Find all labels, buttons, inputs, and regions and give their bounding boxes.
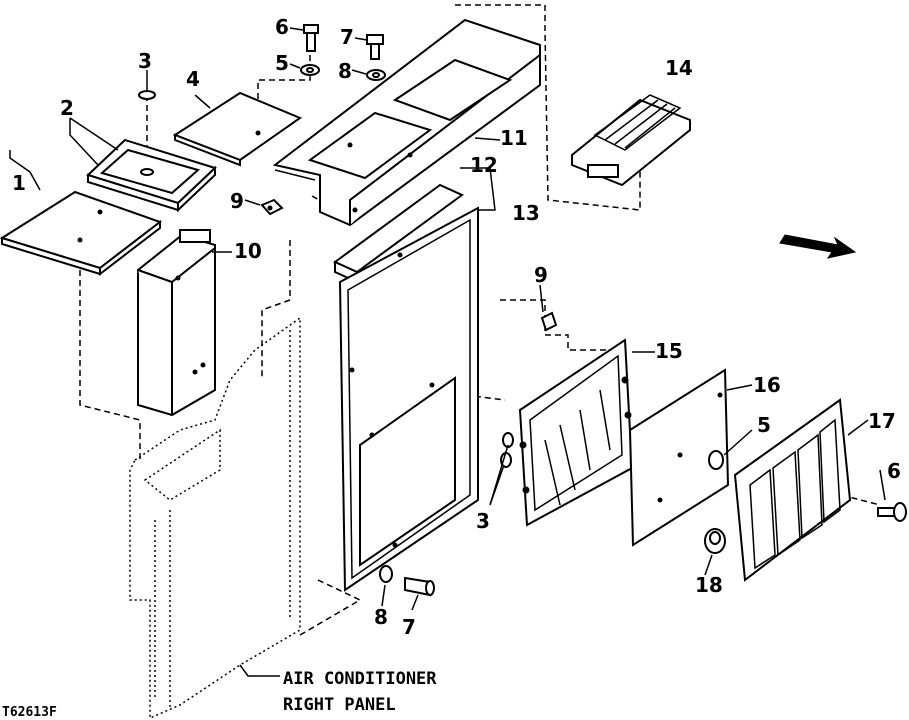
figure-id: T62613F [2, 705, 57, 720]
part-1-cover-plate [0, 190, 163, 277]
part-13-main-panel [338, 206, 479, 592]
part-11-top-frame [272, 18, 541, 227]
callout-17: 17 [868, 409, 896, 433]
caption-line-1: AIR CONDITIONER [283, 669, 437, 689]
caption: AIR CONDITIONER RIGHT PANEL [283, 669, 437, 715]
part-14-louver [571, 94, 691, 187]
callout-15: 15 [655, 339, 683, 363]
top-bolts-and-washers [300, 24, 386, 81]
callout-7-lower: 7 [402, 615, 416, 639]
lower-washers-and-clip [500, 311, 558, 468]
part-4-cover-plate [172, 91, 303, 167]
callout-8-lower: 8 [374, 605, 388, 629]
leader-lines [9, 27, 886, 677]
callout-13: 13 [512, 201, 540, 225]
direction-arrow-icon [779, 234, 857, 259]
callout-3-lower: 3 [476, 509, 490, 533]
callout-6: 6 [275, 15, 289, 39]
callout-8: 8 [338, 59, 352, 83]
callout-4: 4 [186, 67, 200, 91]
caption-line-2: RIGHT PANEL [283, 695, 396, 715]
callout-2: 2 [60, 96, 74, 120]
callout-18: 18 [695, 573, 723, 597]
part-16-filter [628, 368, 730, 547]
air-conditioner-right-panel-outline [129, 316, 301, 720]
callout-6-lower: 6 [887, 459, 901, 483]
part-17-grille-panel [733, 398, 852, 582]
callout-11: 11 [500, 126, 528, 150]
callout-9: 9 [230, 189, 244, 213]
callout-5-lower: 5 [757, 413, 771, 437]
callout-10: 10 [234, 239, 262, 263]
part-10-box [137, 229, 216, 417]
callout-labels: 1 2 3 4 5 6 7 8 9 10 11 12 13 14 15 16 1… [12, 15, 901, 639]
callout-5: 5 [275, 51, 289, 75]
lower-fasteners [379, 450, 907, 597]
callout-1: 1 [12, 171, 26, 195]
part-3-washer-top [138, 90, 156, 176]
part-9-clip-top [260, 198, 284, 216]
callout-7: 7 [340, 25, 354, 49]
callout-9-lower: 9 [534, 263, 548, 287]
callout-3: 3 [138, 49, 152, 73]
callout-16: 16 [753, 373, 781, 397]
callout-14: 14 [665, 56, 693, 80]
callout-12: 12 [470, 153, 498, 177]
part-15-grille [518, 338, 634, 527]
